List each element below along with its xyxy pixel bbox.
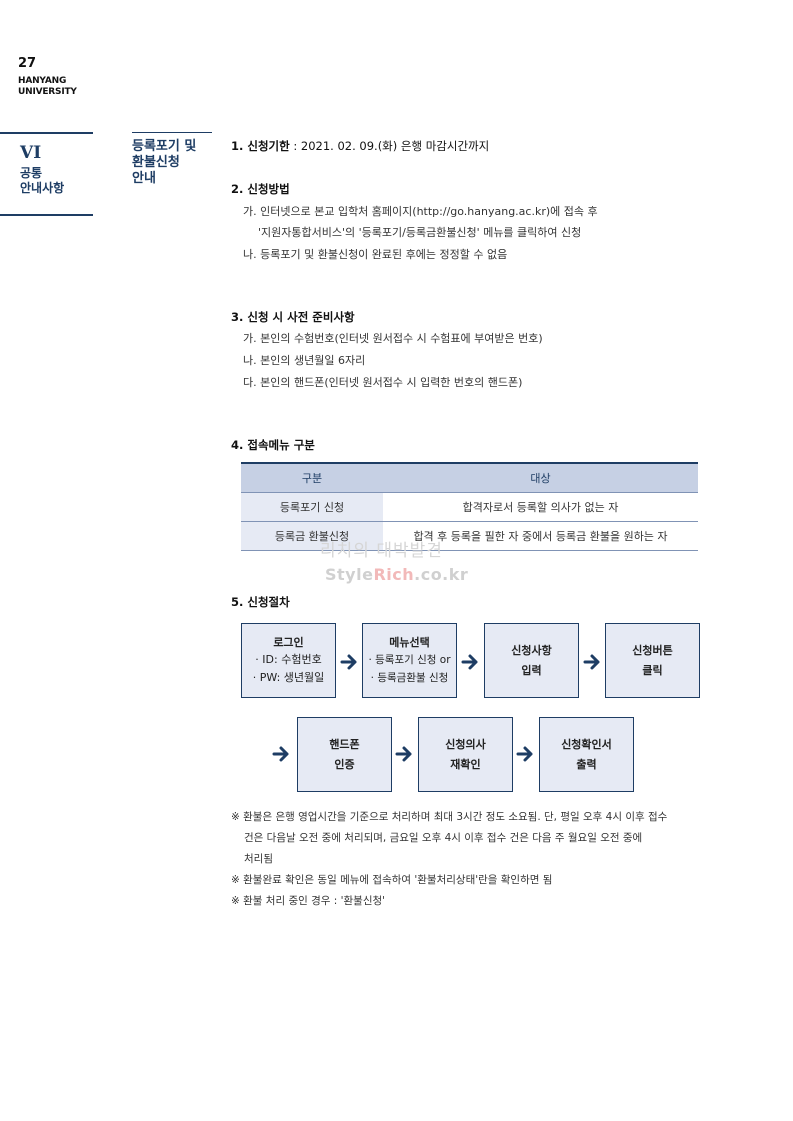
menu-table: 구분 대상 등록포기 신청 합격자로서 등록할 의사가 없는 자 등록금 환불신… bbox=[241, 462, 698, 551]
section-title-line-3: 안내 bbox=[132, 171, 156, 186]
chapter-title-line-1: 공통 bbox=[20, 166, 43, 180]
step-menu-line-1: · 등록포기 신청 or bbox=[368, 653, 451, 666]
section-title-line-1: 등록포기 및 bbox=[132, 139, 197, 154]
step-login-title: 로그인 bbox=[273, 635, 304, 649]
step-login-line-1: · ID: 수험번호 bbox=[255, 652, 322, 666]
prep-heading: 3. 신청 시 사전 준비사항 bbox=[231, 310, 355, 324]
arrow-right-icon bbox=[516, 746, 533, 762]
section-title-line-2: 환불신청 bbox=[132, 155, 180, 170]
table-cell-type: 등록포기 신청 bbox=[241, 492, 383, 522]
note-refund-time: ※ 환불은 은행 영업시간을 기준으로 처리하며 최대 3시간 정도 소요됨. … bbox=[231, 811, 668, 823]
step-click-title: 신청버튼 클릭 bbox=[632, 643, 673, 677]
table-row: 등록포기 신청 합격자로서 등록할 의사가 없는 자 bbox=[241, 492, 698, 522]
method-item-b: 나. 등록포기 및 환불신청이 완료된 후에는 정정할 수 없음 bbox=[243, 248, 508, 261]
prep-item-a: 가. 본인의 수험번호(인터넷 원서접수 시 수험표에 부여받은 번호) bbox=[243, 332, 543, 345]
chapter-title-line-2: 안내사항 bbox=[20, 181, 65, 195]
arrow-right-icon bbox=[395, 746, 412, 762]
watermark-brand-b: Rich bbox=[373, 565, 415, 584]
deadline-value: : 2021. 02. 09.(화) 은행 마감시간까지 bbox=[289, 139, 490, 153]
university-line-1: HANYANG bbox=[18, 76, 67, 86]
note-refund-check: ※ 환불완료 확인은 동일 메뉴에 접속하여 '환불처리상태'란을 확인하면 됨 bbox=[231, 874, 553, 886]
page-number: 27 bbox=[18, 56, 37, 71]
section-rule bbox=[132, 132, 212, 133]
chapter-rule-bottom bbox=[0, 214, 93, 216]
step-input: 신청사항 입력 bbox=[484, 623, 579, 698]
step-reconfirm-title: 신청의사 재확인 bbox=[445, 737, 486, 771]
step-click: 신청버튼 클릭 bbox=[605, 623, 700, 698]
university-name: HANYANG UNIVERSITY bbox=[18, 76, 77, 98]
university-line-2: UNIVERSITY bbox=[18, 87, 77, 97]
prep-item-b: 나. 본인의 생년월일 6자리 bbox=[243, 354, 366, 367]
chapter-title: 공통 안내사항 bbox=[20, 166, 64, 196]
arrow-right-icon bbox=[340, 654, 357, 670]
arrow-right-icon bbox=[461, 654, 478, 670]
note-refund-time-end: 처리됨 bbox=[244, 853, 273, 865]
method-item-a-cont: '지원자통합서비스'의 '등록포기/등록금환불신청' 메뉴를 클릭하여 신청 bbox=[258, 226, 582, 239]
procedure-heading: 5. 신청절차 bbox=[231, 595, 290, 609]
step-print: 신청확인서 출력 bbox=[539, 717, 634, 792]
section-title: 등록포기 및 환불신청 안내 bbox=[132, 139, 196, 187]
step-print-title: 신청확인서 출력 bbox=[561, 737, 612, 771]
step-phone-auth: 핸드폰 인증 bbox=[297, 717, 392, 792]
step-menu-line-2: · 등록금환불 신청 bbox=[370, 671, 449, 684]
step-menu-select: 메뉴선택 · 등록포기 신청 or · 등록금환불 신청 bbox=[362, 623, 457, 698]
deadline-label: 1. 신청기한 bbox=[231, 139, 290, 153]
step-menu-title: 메뉴선택 bbox=[389, 635, 430, 649]
method-heading: 2. 신청방법 bbox=[231, 182, 290, 196]
table-cell-target: 합격자로서 등록할 의사가 없는 자 bbox=[383, 492, 698, 522]
table-cell-target: 합격 후 등록을 필한 자 중에서 등록금 환불을 원하는 자 bbox=[383, 521, 698, 551]
arrow-right-icon bbox=[272, 746, 289, 762]
table-cell-type: 등록금 환불신청 bbox=[241, 521, 383, 551]
step-reconfirm: 신청의사 재확인 bbox=[418, 717, 513, 792]
watermark-brand-a: Style bbox=[325, 565, 374, 584]
step-input-title: 신청사항 입력 bbox=[511, 643, 552, 677]
menu-header-target: 대상 bbox=[383, 462, 698, 493]
method-item-a: 가. 인터넷으로 본교 입학처 홈페이지(http://go.hanyang.a… bbox=[243, 205, 598, 218]
deadline-heading: 1. 신청기한 : 2021. 02. 09.(화) 은행 마감시간까지 bbox=[231, 138, 489, 154]
chapter-rule-top bbox=[0, 132, 93, 134]
watermark-brand-c: .co.kr bbox=[414, 565, 469, 584]
watermark-brand: StyleRich.co.kr bbox=[325, 565, 468, 584]
chapter-roman: VI bbox=[20, 143, 42, 163]
menu-heading: 4. 접속메뉴 구분 bbox=[231, 438, 315, 452]
prep-item-c: 다. 본인의 핸드폰(인터넷 원서접수 시 입력한 번호의 핸드폰) bbox=[243, 376, 523, 389]
note-refund-time-cont: 건은 다음날 오전 중에 처리되며, 금요일 오후 4시 이후 접수 건은 다음… bbox=[244, 832, 643, 844]
arrow-right-icon bbox=[583, 654, 600, 670]
menu-table-header: 구분 대상 bbox=[241, 462, 698, 493]
step-login: 로그인 · ID: 수험번호 · PW: 생년월일 bbox=[241, 623, 336, 698]
watermark-slogan: 리치의 대박발견 bbox=[320, 541, 443, 561]
note-refund-processing: ※ 환불 처리 중인 경우 : '환불신청' bbox=[231, 895, 386, 907]
menu-header-type: 구분 bbox=[241, 462, 383, 493]
table-row: 등록금 환불신청 합격 후 등록을 필한 자 중에서 등록금 환불을 원하는 자 bbox=[241, 521, 698, 551]
step-login-line-2: · PW: 생년월일 bbox=[252, 670, 325, 684]
step-phone-title: 핸드폰 인증 bbox=[329, 737, 360, 771]
